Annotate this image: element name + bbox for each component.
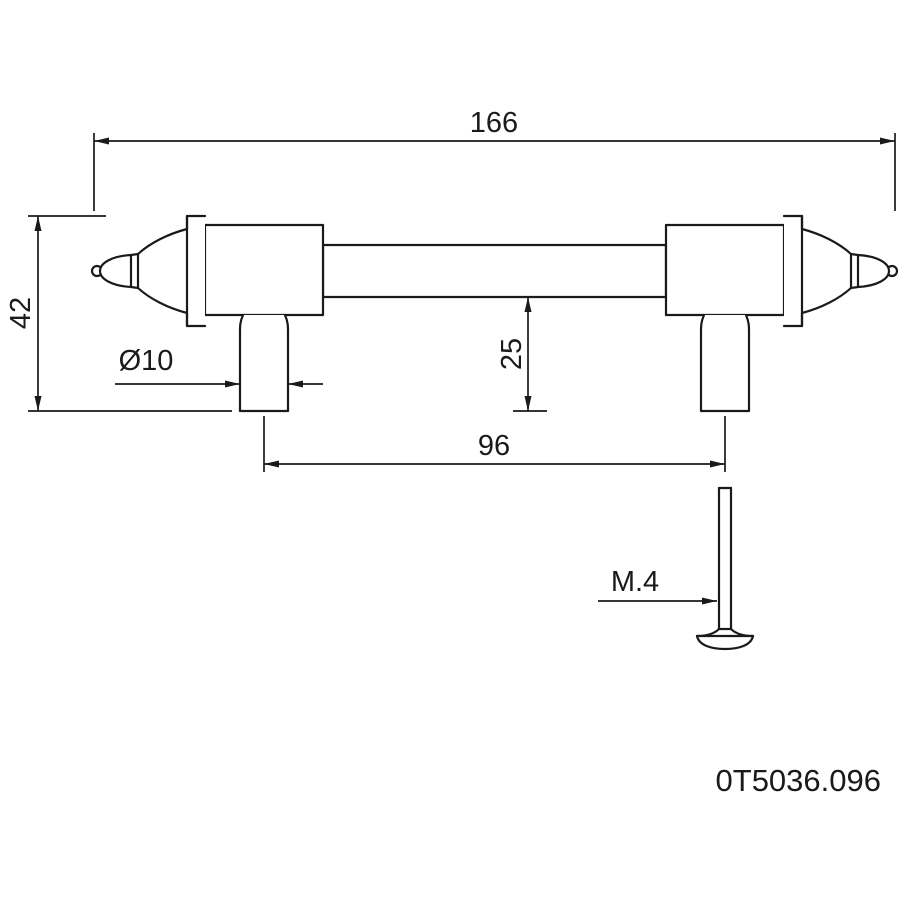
right-end-knob — [782, 214, 899, 328]
dim-screw-thread: M.4 — [598, 566, 717, 605]
mounting-screw — [695, 486, 755, 651]
right-mounting-block — [664, 223, 786, 317]
left-end-knob — [90, 214, 207, 328]
dim-label-post-length: 25 — [496, 338, 528, 370]
part-number: 0T5036.096 — [716, 763, 881, 798]
handle-outline — [90, 214, 899, 413]
dim-total-height: 42 — [5, 215, 232, 412]
left-knob-silhouette — [98, 214, 207, 328]
right-post — [699, 313, 751, 413]
dim-label-overall-length: 166 — [470, 107, 518, 139]
dim-label-hole-spacing: 96 — [478, 430, 510, 462]
dim-overall-length: 166 — [93, 107, 896, 211]
dim-post-length: 25 — [496, 297, 547, 412]
handle-bar — [321, 243, 668, 299]
dim-hole-spacing: 96 — [263, 416, 726, 472]
dim-label-post-diameter: Ø10 — [119, 345, 174, 377]
dim-label-screw-thread: M.4 — [611, 566, 659, 598]
left-post — [238, 313, 290, 413]
left-mounting-block — [203, 223, 325, 317]
right-knob-silhouette — [782, 214, 891, 328]
dim-post-diameter: Ø10 — [115, 345, 323, 388]
dim-label-total-height: 42 — [5, 297, 37, 329]
screw-head — [695, 627, 755, 651]
